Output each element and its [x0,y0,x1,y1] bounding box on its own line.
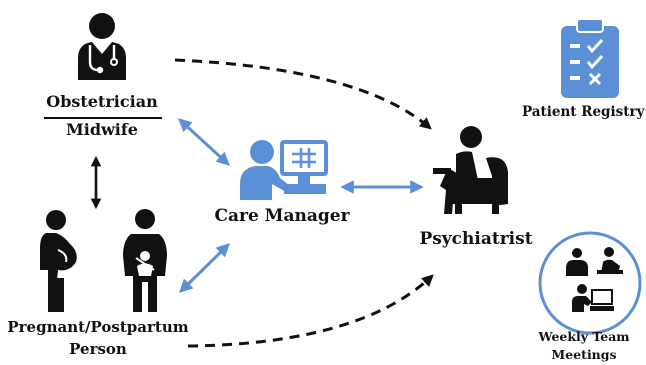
pregnant-postpartum-label: Pregnant/Postpartum [7,318,189,336]
meetings-label: Meetings [551,347,617,362]
weekly-team-label: Weekly Team [538,329,630,344]
patient-registry-label: Patient Registry [522,104,645,120]
clipboard-checklist-icon [561,18,619,98]
weekly-team-meetings-icon [538,231,642,335]
pregnant-person-icon [40,210,77,312]
obstetrician-label: Obstetrician [46,92,158,111]
meeting-care-manager-icon [572,284,614,312]
doctor-icon [78,13,126,80]
psychiatrist-label: Psychiatrist [419,229,533,249]
parent-with-baby-icon [123,209,167,312]
provider-care-manager-arrow [178,118,230,166]
psychiatrist-in-chair-icon [433,126,508,214]
provider-divider [44,117,162,119]
provider-psychiatrist-dashed-arrow [174,58,432,130]
care-manager-label: Care Manager [214,206,350,226]
patient-psychiatrist-dashed-arrow [187,274,434,348]
person-label: Person [69,340,127,358]
care-manager-at-computer-icon [240,140,328,200]
midwife-label: Midwife [66,120,138,139]
patient-care-manager-arrow [179,243,230,293]
